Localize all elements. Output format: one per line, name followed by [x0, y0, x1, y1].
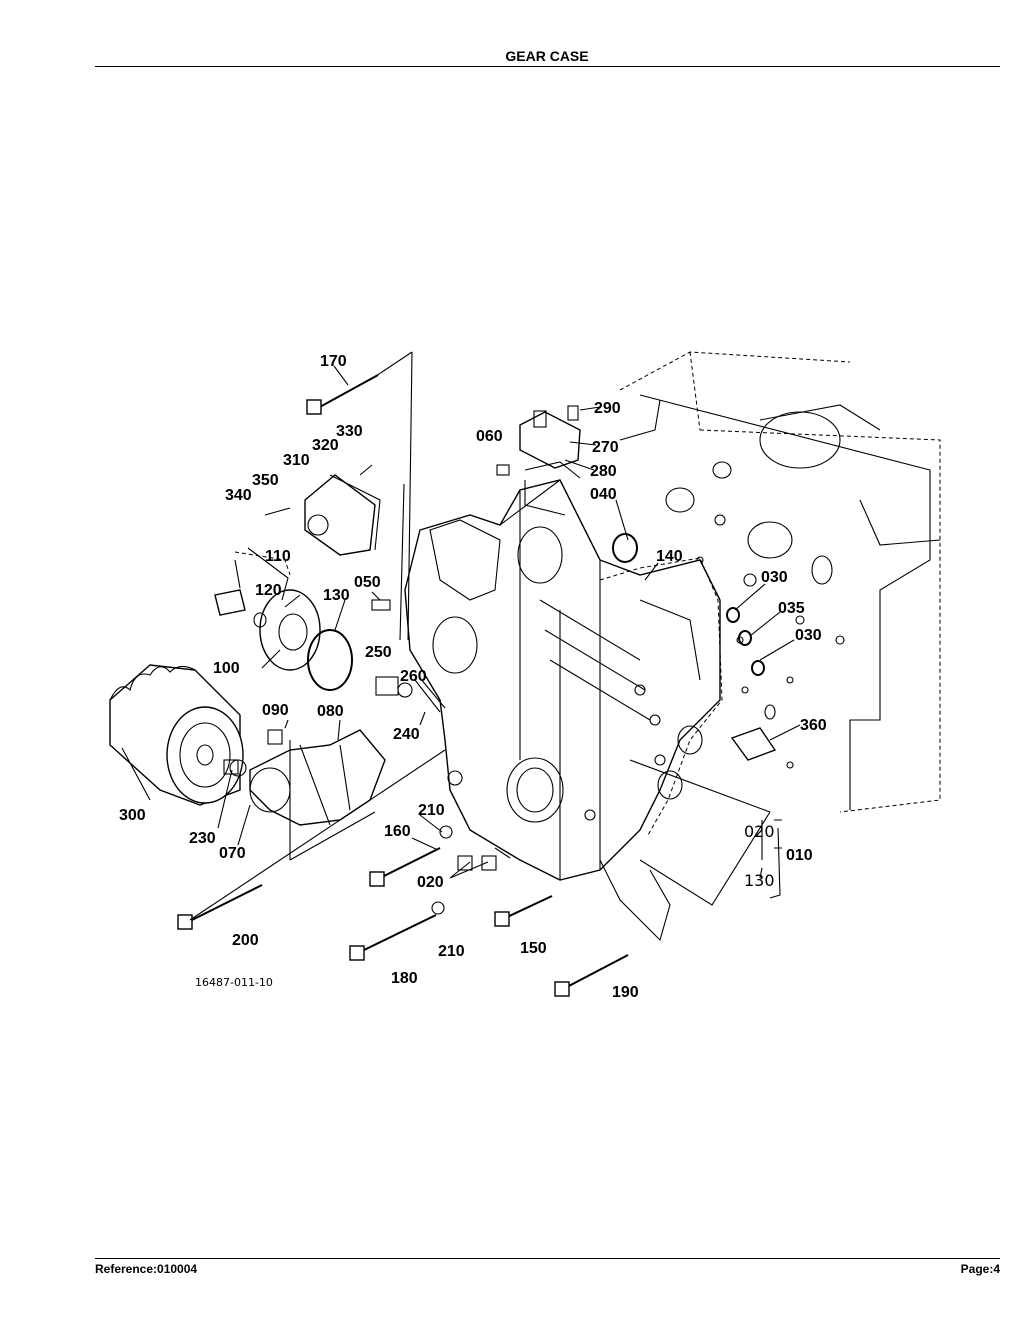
callout-070: 070: [219, 845, 246, 862]
top-cover: [519, 405, 638, 563]
callout-180: 180: [391, 970, 418, 987]
bolts: [177, 374, 629, 997]
filter-bracket: [229, 729, 386, 826]
callout-290: 290: [594, 400, 621, 417]
callout-040: 040: [590, 486, 617, 503]
callout-340: 340: [225, 487, 252, 504]
callout-300: 300: [119, 807, 146, 824]
callout-130: 130: [323, 587, 350, 604]
callout-060: 060: [476, 428, 503, 445]
drawing-number: 16487-011-10: [195, 976, 273, 989]
callout-330: 330: [336, 423, 363, 440]
callout-310: 310: [283, 452, 310, 469]
callout-360: 360: [800, 717, 827, 734]
callout-050: 050: [354, 574, 381, 591]
callout-130-group: 130: [744, 871, 775, 890]
leader-lines: [121, 351, 801, 921]
callout-260: 260: [400, 668, 427, 685]
callout-035: 035: [778, 600, 805, 617]
callout-350: 350: [252, 472, 279, 489]
callout-270: 270: [592, 439, 619, 456]
callout-120: 120: [255, 582, 282, 599]
callout-210-lower: 210: [438, 943, 465, 960]
small-parts: [223, 464, 777, 915]
callout-250: 250: [365, 644, 392, 661]
page-title: GEAR CASE: [505, 48, 589, 64]
pump-cover: [214, 589, 353, 691]
gasket-140: [599, 557, 723, 836]
callout-labels: 170 330 320 310 350 340 060 290 270 280 …: [119, 353, 827, 1001]
footer-rule: [95, 1258, 1000, 1259]
callout-020-lower: 020: [417, 874, 444, 891]
callout-100: 100: [213, 660, 240, 677]
footer-reference: Reference:010004: [95, 1262, 198, 1276]
callout-170: 170: [320, 353, 347, 370]
oil-filter: [109, 664, 244, 806]
callout-030-upper: 030: [761, 569, 788, 586]
callout-240: 240: [393, 726, 420, 743]
callout-080: 080: [317, 703, 344, 720]
callout-320: 320: [312, 437, 339, 454]
callout-140: 140: [656, 548, 683, 565]
callout-200: 200: [232, 932, 259, 949]
callout-090: 090: [262, 702, 289, 719]
thermostat-housing: [264, 464, 381, 556]
callout-160: 160: [384, 823, 411, 840]
footer-page-number: Page:4: [960, 1262, 1000, 1276]
callout-030-lower: 030: [795, 627, 822, 644]
callout-150: 150: [520, 940, 547, 957]
callout-210-upper: 210: [418, 802, 445, 819]
callout-280: 280: [590, 463, 617, 480]
header-rule: [95, 66, 1000, 67]
callout-190: 190: [612, 984, 639, 1001]
callout-110: 110: [265, 548, 291, 565]
gear-case-body: [404, 479, 721, 942]
callout-230: 230: [189, 830, 216, 847]
callout-010: 010: [786, 847, 813, 864]
callout-020-group: 020: [744, 822, 775, 841]
